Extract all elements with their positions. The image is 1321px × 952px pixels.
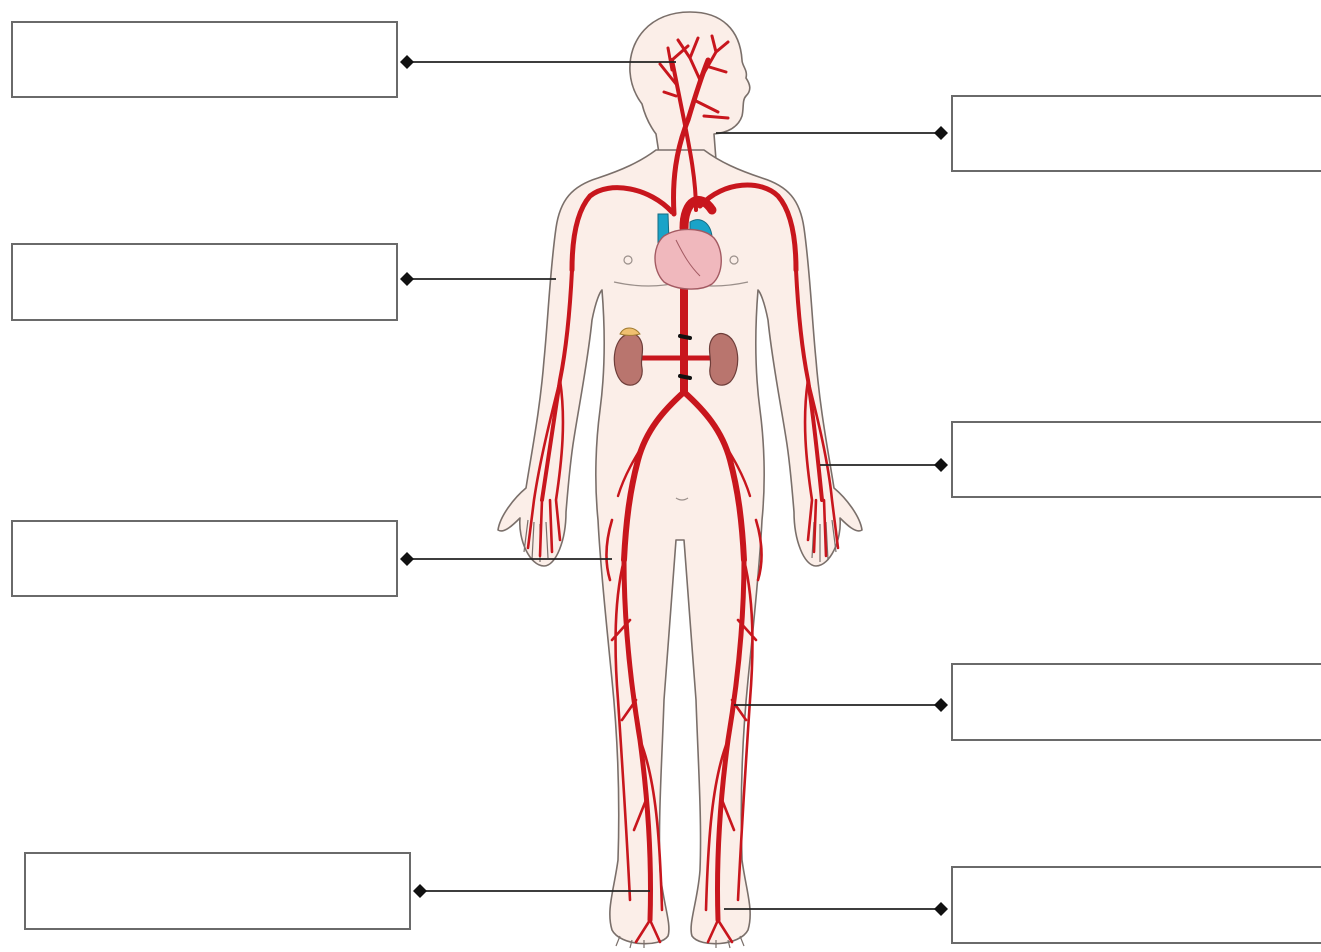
- label-input-right-1[interactable]: [970, 121, 1307, 146]
- head: [630, 12, 750, 160]
- leader-R3-marker: [934, 698, 948, 712]
- label-box-left-3[interactable]: [11, 520, 398, 597]
- leader-L3-marker: [400, 552, 414, 566]
- label-box-right-1[interactable]: [951, 95, 1321, 172]
- label-input-left-2[interactable]: [30, 270, 379, 295]
- label-box-left-2[interactable]: [11, 243, 398, 321]
- heart-body: [655, 229, 721, 289]
- finger-lines: [524, 520, 836, 948]
- leader-L1-marker: [400, 55, 414, 69]
- label-box-left-1[interactable]: [11, 21, 398, 98]
- label-box-left-4[interactable]: [24, 852, 411, 930]
- leader-L4-marker: [413, 884, 427, 898]
- leader-R1-marker: [934, 126, 948, 140]
- leader-R2-marker: [934, 458, 948, 472]
- label-input-left-4[interactable]: [43, 879, 392, 904]
- label-box-right-2[interactable]: [951, 421, 1321, 498]
- label-box-right-3[interactable]: [951, 663, 1321, 741]
- label-box-right-4[interactable]: [951, 866, 1321, 944]
- label-input-right-3[interactable]: [970, 690, 1307, 715]
- label-input-left-3[interactable]: [30, 546, 379, 571]
- leader-R4-marker: [934, 902, 948, 916]
- label-input-right-2[interactable]: [970, 447, 1307, 472]
- label-input-right-4[interactable]: [970, 893, 1307, 918]
- kidney-right: [614, 333, 642, 385]
- label-input-left-1[interactable]: [30, 47, 379, 72]
- kidney-left: [709, 333, 737, 385]
- leader-L2-marker: [400, 272, 414, 286]
